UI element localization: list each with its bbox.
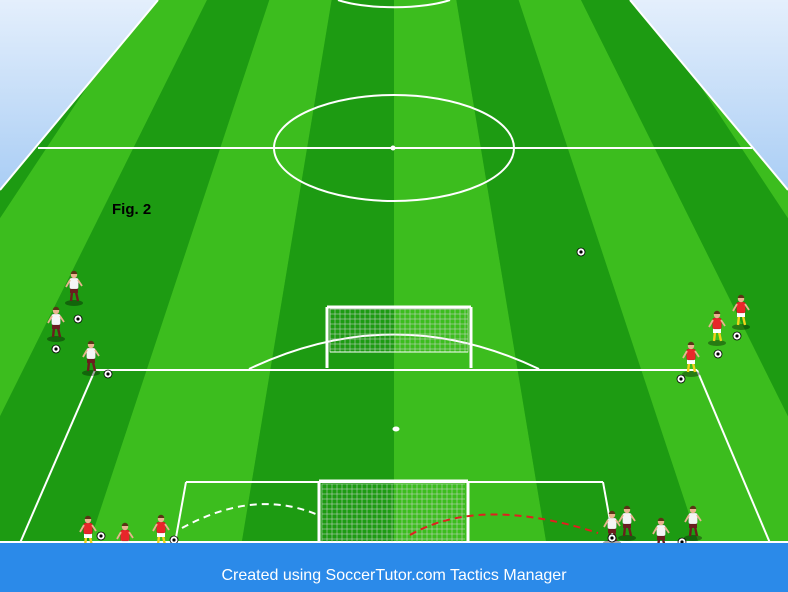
far-circle-arc bbox=[337, 0, 451, 9]
player-white bbox=[618, 505, 636, 541]
ball bbox=[96, 531, 106, 541]
player-white bbox=[47, 306, 65, 342]
ball bbox=[676, 374, 686, 384]
run-path-white bbox=[181, 503, 319, 529]
ball bbox=[73, 314, 83, 324]
run-path-red bbox=[409, 513, 599, 536]
footer-credit: Created using SoccerTutor.com Tactics Ma… bbox=[221, 567, 567, 584]
mini-goal bbox=[325, 305, 473, 368]
grass-stripe bbox=[0, 0, 270, 543]
grass-stripe bbox=[394, 0, 547, 543]
ball bbox=[713, 349, 723, 359]
center-circle bbox=[273, 94, 515, 202]
grass-stripe bbox=[581, 0, 788, 543]
left-touchline bbox=[0, 0, 159, 191]
ball bbox=[51, 344, 61, 354]
figure-label: Fig. 2 bbox=[112, 201, 152, 218]
box-left-line bbox=[19, 369, 96, 544]
ball bbox=[576, 247, 586, 257]
grass-stripe bbox=[241, 0, 394, 543]
box-right-line bbox=[696, 369, 771, 544]
player-white bbox=[684, 505, 702, 541]
pitch-surface bbox=[0, 0, 788, 543]
main-goal bbox=[317, 479, 470, 545]
penalty-arc bbox=[248, 333, 540, 370]
ball bbox=[607, 533, 617, 543]
right-touchline bbox=[629, 0, 788, 191]
ball bbox=[732, 331, 742, 341]
player-white bbox=[65, 270, 83, 306]
grass-stripe bbox=[0, 0, 207, 543]
center-spot bbox=[390, 145, 396, 151]
player-red bbox=[708, 310, 726, 346]
player-red bbox=[732, 294, 750, 330]
ball bbox=[103, 369, 113, 379]
grass-stripe bbox=[456, 0, 699, 543]
player-white bbox=[82, 340, 100, 376]
six-yard-left bbox=[174, 481, 187, 544]
penalty-spot bbox=[392, 426, 400, 432]
grass-stripe bbox=[89, 0, 332, 543]
footer-bar bbox=[0, 543, 788, 592]
grass-stripe bbox=[518, 0, 788, 543]
player-red bbox=[682, 341, 700, 377]
grass-stripes bbox=[0, 0, 788, 543]
